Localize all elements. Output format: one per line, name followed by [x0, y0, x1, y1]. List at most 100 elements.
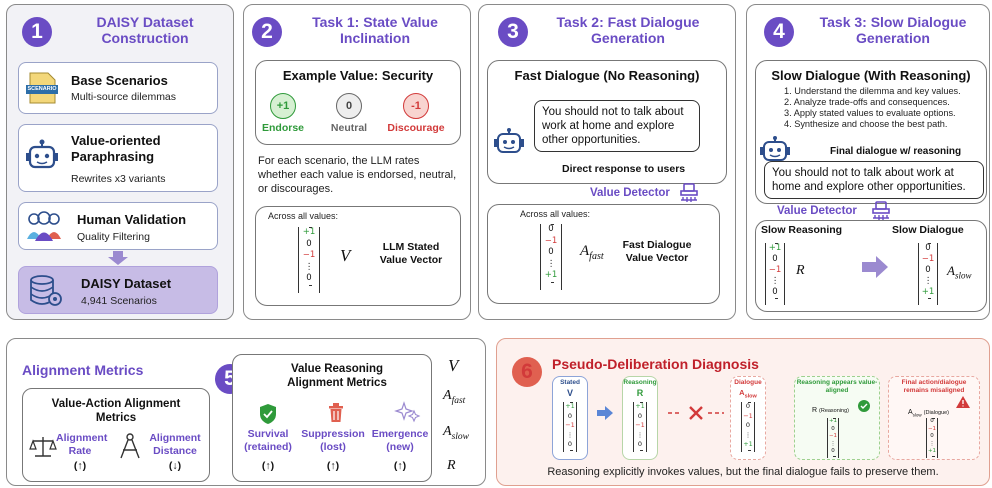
symbol-r: R [796, 263, 805, 278]
step-badge-1: 1 [22, 17, 52, 47]
value-action-box [22, 388, 210, 482]
endorse-circle: +1 [270, 93, 296, 119]
pseudo-deliberation-title: Pseudo-Deliberation Diagnosis [552, 356, 759, 372]
vec-entry: +1 [635, 402, 645, 410]
stated-value-vector: +1 0 −1 ⋮ 0 [298, 227, 320, 293]
vec-entry: 0 [306, 238, 312, 249]
task1-description: For each scenario, the LLM rates whether… [258, 155, 457, 195]
vec-entry: −1 [302, 250, 316, 260]
step-badge-3: 3 [498, 17, 528, 47]
vec-entry: ⋮ [304, 261, 314, 272]
vec-entry: ⋮ [830, 440, 836, 447]
reasoning-step: 3. Apply stated values to evaluate optio… [784, 108, 956, 118]
value-detector-label: Value Detector [590, 187, 670, 199]
panel4-title: Task 3: Slow Dialogue Generation [819, 14, 967, 46]
vec-entry: 0 [567, 440, 573, 448]
vec-entry: +1 [743, 440, 753, 448]
microscope-icon [870, 200, 892, 222]
reasoning-label: Reasoning [623, 379, 657, 386]
reasoning-value-vector: +1 0 −1 ⋮ 0 [765, 243, 785, 305]
vec-entry: −1 [544, 235, 558, 246]
emergence-arrow: (↑) [393, 460, 407, 472]
alignment-distance-arrow: (↓) [168, 460, 182, 472]
scenario-file-icon: SCENARIO [25, 71, 59, 105]
vec-entry: ⋮ [923, 276, 933, 286]
alignment-rate-arrow: (↑) [73, 460, 87, 472]
reasoning-aligned-caption: R (Reasoning) [812, 407, 849, 414]
shield-check-icon [260, 404, 276, 424]
symbol-a-slow: Aslow [947, 263, 972, 281]
base-scenarios-title: Base Scenarios [71, 73, 168, 88]
symbol-a-fast: Afast [580, 243, 604, 262]
fast-vector-label: Fast Dialogue Value Vector [622, 239, 692, 264]
value-reasoning-title: Value Reasoning Alignment Metrics [287, 363, 387, 389]
survival-arrow: (↑) [261, 460, 275, 472]
microscope-icon [678, 182, 700, 204]
vec-entry: 0 [930, 433, 934, 440]
reasoning-aligned-title: Reasoning appears value-aligned [796, 379, 878, 394]
vec-entry: 0 [637, 411, 643, 420]
stated-vector-box [255, 206, 461, 306]
reasoning-steps: 1. Understand the dilemma and key values… [784, 86, 988, 130]
people-icon [25, 209, 63, 243]
trash-icon [329, 403, 343, 422]
step-badge-2: 2 [252, 17, 282, 47]
dialogue-misaligned-vector: 0 −1 0 ⋮ +1 [926, 418, 938, 458]
stated-card [552, 376, 588, 460]
vec-entry: ⋮ [770, 276, 780, 286]
dialogue-misaligned-title: Final action/dialogue remains misaligned [901, 379, 967, 394]
paraphrasing-sub: Rewrites x3 variants [71, 173, 166, 185]
vec-entry: +1 [927, 448, 937, 455]
endorse-label: Endorse [261, 122, 304, 134]
neutral-circle: 0 [336, 93, 362, 119]
vec-entry: +1 [544, 270, 558, 280]
reasoning-aligned-box [794, 376, 880, 460]
vec-entry: +1 [828, 418, 838, 424]
direct-response-label: Direct response to users [562, 163, 686, 175]
vec-entry: ⋮ [546, 258, 556, 269]
card-human-validation: Human Validation Quality Filtering [18, 202, 218, 250]
step-badge-4: 4 [764, 17, 794, 47]
vec-entry: 0 [925, 243, 931, 253]
right-arrow-icon [862, 256, 888, 278]
down-arrow-icon [108, 251, 128, 265]
daisy-dataset-title: DAISY Dataset [81, 276, 172, 291]
symbol-v: V [340, 246, 351, 265]
vec-entry: −1 [921, 254, 935, 264]
symbol-a-slow: Aslow [443, 424, 469, 442]
panel1-title: DAISY Dataset Construction [96, 14, 194, 46]
check-circle-icon [858, 400, 870, 412]
slow-dialogue-bubble: You should not to talk about work at hom… [764, 161, 984, 199]
database-gear-icon [29, 274, 63, 308]
vec-entry: −1 [565, 421, 575, 429]
vec-entry: 0 [745, 421, 751, 429]
slow-dialogue-title: Slow Dialogue (With Reasoning) [771, 68, 971, 83]
symbol-r: R [447, 458, 456, 473]
reasoning-card [622, 376, 658, 460]
robot-icon [25, 139, 59, 173]
alignment-distance-label: Alignment Distance [149, 432, 201, 457]
vec-entry: −1 [635, 421, 645, 429]
vec-entry: 0 [930, 418, 934, 424]
daisy-dataset-sub: 4,941 Scenarios [81, 295, 157, 307]
reasoning-aligned-vector: +1 0 −1 ⋮ 0 [827, 418, 839, 458]
slow-dialogue-label: Slow Dialogue [892, 224, 964, 236]
vec-entry: −1 [768, 265, 782, 275]
reasoning-step: 2. Analyze trade-offs and consequences. [784, 97, 950, 107]
vec-entry: 0 [548, 247, 554, 257]
suppression-arrow: (↑) [326, 460, 340, 472]
dialogue-misaligned-caption: Aslow (Dialogue) [908, 409, 950, 418]
survival-label: Survival (retained) [244, 428, 292, 453]
vec-entry: +1 [768, 243, 782, 253]
stated-symbol: V [566, 388, 573, 398]
broken-link-icon [668, 406, 724, 420]
vec-entry: −1 [828, 433, 838, 440]
value-detector-label: Value Detector [777, 205, 857, 217]
across-values-label: Across all values: [520, 209, 591, 219]
vec-entry: 0 [306, 273, 312, 283]
vec-entry: −1 [927, 425, 937, 432]
step-badge-6: 6 [512, 357, 542, 387]
vec-entry: +1 [302, 227, 316, 237]
fast-vector-box [487, 204, 720, 304]
robot-icon [494, 128, 524, 158]
